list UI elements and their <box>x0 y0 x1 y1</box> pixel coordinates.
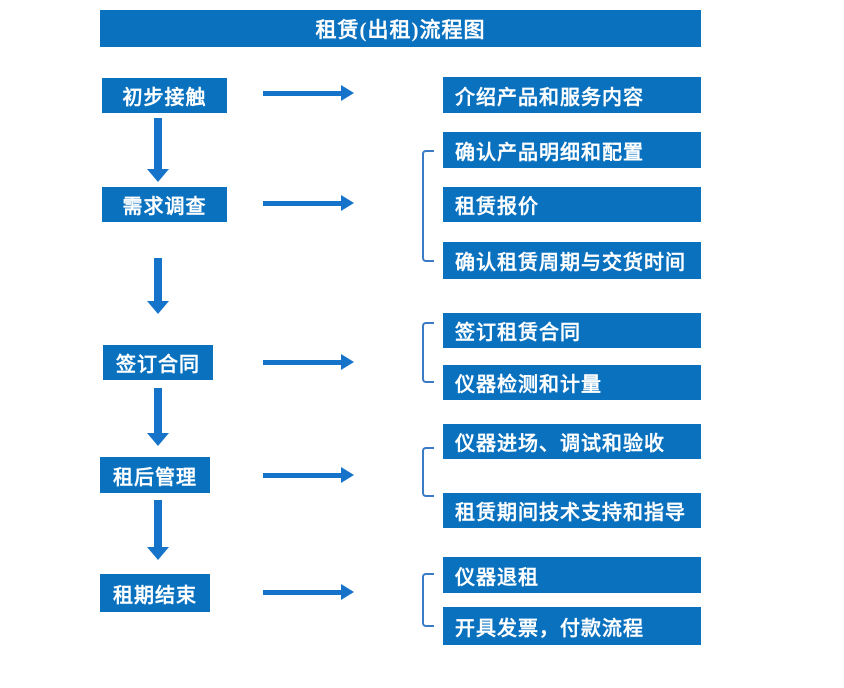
detail-box-confirm-product-config: 确认产品明细和配置 <box>443 132 701 168</box>
group-bracket-sign-contract <box>422 322 434 383</box>
arrow-shaft <box>154 118 162 169</box>
flow-arrow-right-icon-2 <box>263 195 354 211</box>
flow-arrow-right-icon-1 <box>263 85 354 101</box>
arrow-shaft <box>154 500 162 547</box>
detail-box-instrument-setup-acceptance: 仪器进场、调试和验收 <box>443 424 701 459</box>
diagram-title: 租赁(出租)流程图 <box>100 10 701 47</box>
step-box-rental-end: 租期结束 <box>100 574 210 612</box>
detail-box-invoice-payment: 开具发票，付款流程 <box>443 607 701 645</box>
detail-box-instrument-return: 仪器退租 <box>443 557 701 593</box>
arrow-shaft <box>263 472 341 478</box>
arrow-shaft <box>154 388 162 433</box>
flow-arrow-down-icon-2 <box>147 258 169 314</box>
arrow-head <box>341 467 354 483</box>
flow-arrow-down-icon-1 <box>147 118 169 182</box>
group-bracket-rental-end <box>422 573 434 627</box>
detail-box-confirm-period-delivery: 确认租赁周期与交货时间 <box>443 242 701 279</box>
detail-box-technical-support: 租赁期间技术支持和指导 <box>443 493 701 528</box>
detail-box-introduce-products: 介绍产品和服务内容 <box>443 77 701 113</box>
arrow-head <box>341 85 354 101</box>
arrow-shaft <box>263 589 341 595</box>
step-box-initial-contact: 初步接触 <box>102 78 227 113</box>
step-box-sign-contract: 签订合同 <box>103 345 213 380</box>
detail-box-rental-quotation: 租赁报价 <box>443 187 701 222</box>
step-box-demand-survey: 需求调查 <box>102 187 227 222</box>
arrow-head <box>341 584 354 600</box>
flow-arrow-down-icon-4 <box>147 500 169 560</box>
arrow-head <box>147 547 169 560</box>
arrow-head <box>341 195 354 211</box>
flow-arrow-right-icon-4 <box>263 467 354 483</box>
detail-box-instrument-testing: 仪器检测和计量 <box>443 365 701 400</box>
detail-box-sign-rental-contract: 签订租赁合同 <box>443 313 701 348</box>
step-box-post-rental-management: 租后管理 <box>100 457 210 493</box>
flow-arrow-right-icon-3 <box>263 354 354 370</box>
group-bracket-post-rental <box>422 447 434 497</box>
arrow-shaft <box>154 258 162 301</box>
arrow-head <box>147 169 169 182</box>
arrow-shaft <box>263 359 341 365</box>
arrow-shaft <box>263 90 341 96</box>
arrow-head <box>147 433 169 446</box>
arrow-head <box>147 301 169 314</box>
group-bracket-demand-survey <box>422 150 434 262</box>
flow-arrow-down-icon-3 <box>147 388 169 446</box>
arrow-head <box>341 354 354 370</box>
arrow-shaft <box>263 200 341 206</box>
flow-arrow-right-icon-5 <box>263 584 354 600</box>
